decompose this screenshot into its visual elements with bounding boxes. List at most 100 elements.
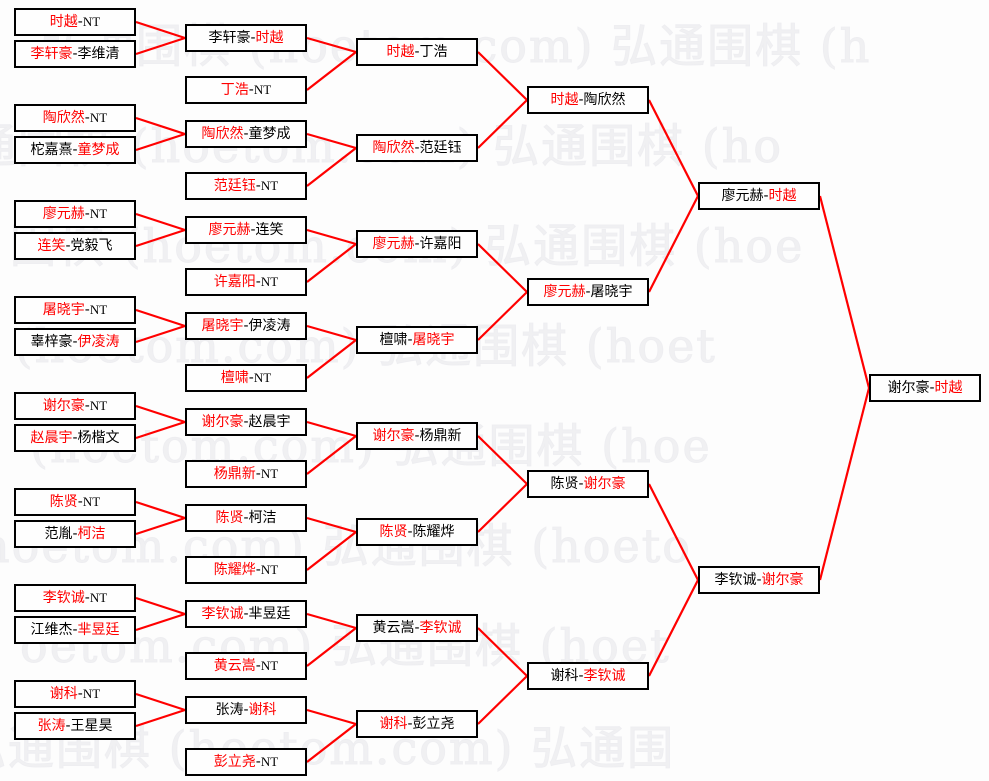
- match-box[interactable]: 许嘉阳-NT: [185, 268, 307, 296]
- match-box[interactable]: 陶欣然-范廷钰: [356, 134, 478, 162]
- name-separator: -: [248, 82, 254, 98]
- player-right: 柯洁: [248, 510, 277, 526]
- match-box[interactable]: 檀啸-屠晓宇: [356, 326, 478, 354]
- name-separator: -: [248, 370, 254, 386]
- player-left: 许嘉阳: [213, 274, 256, 290]
- match-box[interactable]: 谢尔豪-赵晨宇: [185, 408, 307, 436]
- match-box[interactable]: 张涛-谢科: [185, 696, 307, 724]
- match-box[interactable]: 时越-陶欣然: [527, 86, 649, 114]
- bye-marker: NT: [89, 110, 108, 125]
- name-separator: -: [414, 44, 420, 60]
- name-separator: -: [84, 398, 90, 414]
- match-box[interactable]: 李轩豪-时越: [185, 24, 307, 52]
- match-box[interactable]: 张涛-王星昊: [14, 712, 136, 740]
- name-separator: -: [243, 510, 249, 526]
- match-label: 檀啸-屠晓宇: [377, 333, 456, 347]
- match-box[interactable]: 屠晓宇-NT: [14, 296, 136, 324]
- match-box[interactable]: 谢科-NT: [14, 680, 136, 708]
- match-box[interactable]: 谢科-李钦诚: [527, 662, 649, 690]
- match-box[interactable]: 李轩豪-李维清: [14, 40, 136, 68]
- match-box[interactable]: 杨鼎新-NT: [185, 460, 307, 488]
- name-separator: -: [407, 716, 413, 732]
- connector-line: [477, 51, 528, 101]
- player-left: 时越: [550, 92, 579, 108]
- match-label: 廖元赫-屠晓宇: [541, 285, 634, 299]
- match-box[interactable]: 谢尔豪-NT: [14, 392, 136, 420]
- match-label: 杨鼎新-NT: [212, 467, 280, 481]
- match-box[interactable]: 黄云嵩-NT: [185, 652, 307, 680]
- match-box[interactable]: 陈贤-NT: [14, 488, 136, 516]
- match-box[interactable]: 陶欣然-NT: [14, 104, 136, 132]
- match-box[interactable]: 廖元赫-NT: [14, 200, 136, 228]
- player-right: 谢尔豪: [761, 572, 804, 588]
- match-box[interactable]: 彭立尧-NT: [185, 748, 307, 776]
- player-left: 柁嘉熹: [30, 142, 73, 158]
- match-label: 陈贤-柯洁: [213, 511, 278, 525]
- match-box[interactable]: 廖元赫-连笑: [185, 216, 307, 244]
- player-right: 屠晓宇: [590, 284, 633, 300]
- match-box[interactable]: 范胤-柯洁: [14, 520, 136, 548]
- bye-marker: NT: [89, 398, 108, 413]
- match-box[interactable]: 丁浩-NT: [185, 76, 307, 104]
- match-box[interactable]: 廖元赫-时越: [698, 182, 820, 210]
- name-separator: -: [255, 754, 261, 770]
- match-box[interactable]: 时越-NT: [14, 8, 136, 36]
- connector-line: [135, 324, 186, 344]
- bye-marker: NT: [260, 274, 279, 289]
- match-box[interactable]: 檀啸-NT: [185, 364, 307, 392]
- player-right: 范廷钰: [419, 140, 462, 156]
- match-box[interactable]: 屠晓宇-伊凌涛: [185, 312, 307, 340]
- match-box[interactable]: 江维杰-芈昱廷: [14, 616, 136, 644]
- match-box[interactable]: 陈耀烨-NT: [185, 556, 307, 584]
- match-box[interactable]: 时越-丁浩: [356, 38, 478, 66]
- match-box[interactable]: 谢尔豪-时越: [869, 374, 981, 402]
- connector-line: [477, 483, 528, 533]
- player-right: 李维清: [77, 46, 120, 62]
- match-box[interactable]: 谢尔豪-杨鼎新: [356, 422, 478, 450]
- player-right: 童梦成: [248, 126, 291, 142]
- player-right: 时越: [768, 188, 797, 204]
- name-separator: -: [414, 428, 420, 444]
- match-box[interactable]: 李钦诚-谢尔豪: [698, 566, 820, 594]
- connector-line: [135, 516, 186, 536]
- match-box[interactable]: 赵晨宇-杨楷文: [14, 424, 136, 452]
- connector-line: [306, 228, 357, 246]
- match-box[interactable]: 陈贤-谢尔豪: [527, 470, 649, 498]
- connector-line: [135, 404, 186, 424]
- player-right: 谢尔豪: [583, 476, 626, 492]
- player-left: 范廷钰: [213, 178, 256, 194]
- match-label: 陈耀烨-NT: [212, 563, 280, 577]
- player-right: 彭立尧: [412, 716, 455, 732]
- match-box[interactable]: 陈贤-陈耀烨: [356, 518, 478, 546]
- match-box[interactable]: 陈贤-柯洁: [185, 504, 307, 532]
- match-box[interactable]: 黄云嵩-李钦诚: [356, 614, 478, 642]
- player-left: 檀啸: [220, 370, 249, 386]
- match-box[interactable]: 柁嘉熹-童梦成: [14, 136, 136, 164]
- player-right: 李钦诚: [583, 668, 626, 684]
- match-box[interactable]: 辜梓豪-伊凌涛: [14, 328, 136, 356]
- connector-line: [135, 212, 186, 232]
- name-separator: -: [84, 110, 90, 126]
- match-label: 范廷钰-NT: [212, 179, 280, 193]
- match-box[interactable]: 陶欣然-童梦成: [185, 120, 307, 148]
- player-right: 童梦成: [77, 142, 120, 158]
- match-label: 黄云嵩-李钦诚: [370, 621, 463, 635]
- match-box[interactable]: 连笑-党毅飞: [14, 232, 136, 260]
- match-label: 檀啸-NT: [219, 371, 273, 385]
- match-box[interactable]: 廖元赫-许嘉阳: [356, 230, 478, 258]
- player-left: 黄云嵩: [372, 620, 415, 636]
- player-right: 伊凌涛: [77, 334, 120, 350]
- name-separator: -: [407, 524, 413, 540]
- match-box[interactable]: 谢科-彭立尧: [356, 710, 478, 738]
- match-box[interactable]: 李钦诚-芈昱廷: [185, 600, 307, 628]
- match-box[interactable]: 李钦诚-NT: [14, 584, 136, 612]
- connector-line: [477, 627, 528, 677]
- player-left: 陈贤: [215, 510, 244, 526]
- player-left: 李轩豪: [30, 46, 73, 62]
- connector-line: [306, 516, 357, 534]
- name-separator: -: [65, 718, 71, 734]
- match-box[interactable]: 范廷钰-NT: [185, 172, 307, 200]
- match-box[interactable]: 廖元赫-屠晓宇: [527, 278, 649, 306]
- connector-line: [306, 36, 357, 54]
- bye-marker: NT: [89, 302, 108, 317]
